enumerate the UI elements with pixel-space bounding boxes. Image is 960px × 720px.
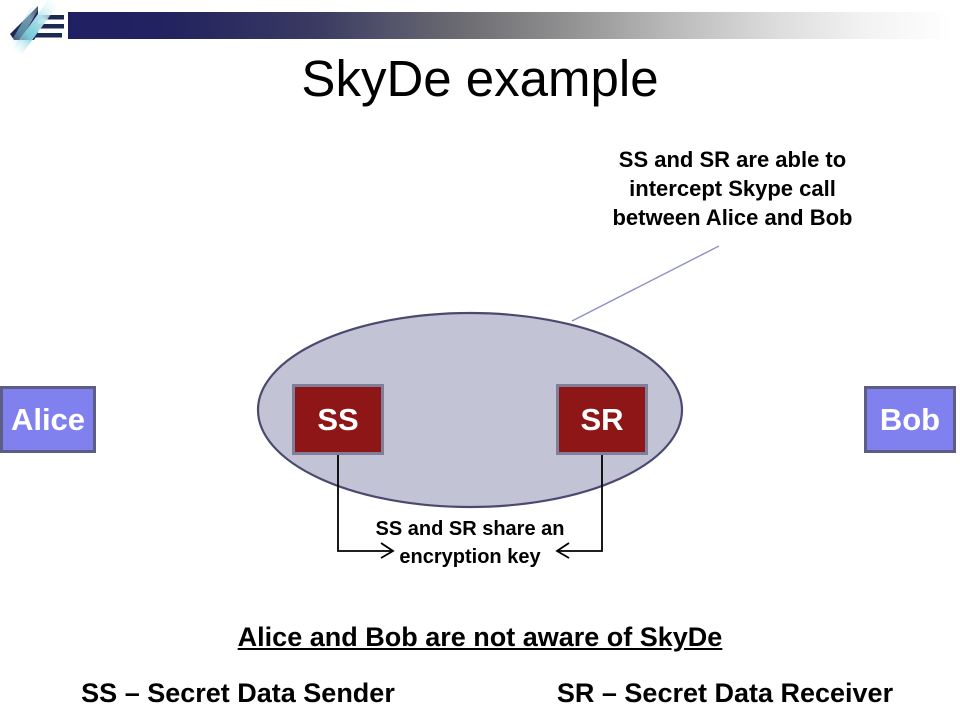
footer-note: Alice and Bob are not aware of SkyDe xyxy=(237,622,723,652)
legend-sr: SR – Secret Data Receiver xyxy=(556,678,894,708)
ss-key-connector xyxy=(337,455,392,552)
node-sr[interactable]: SR xyxy=(556,384,648,455)
node-bob-label: Bob xyxy=(879,401,941,437)
interception-annotation-line2: intercept Skype call xyxy=(629,176,836,202)
annotation-leader-line xyxy=(571,245,720,322)
page-title: SkyDe example xyxy=(301,50,659,107)
node-bob[interactable]: Bob xyxy=(864,386,956,453)
interception-annotation-line1: SS and SR are able to xyxy=(618,147,847,172)
node-sr-label: SR xyxy=(580,401,624,437)
node-alice[interactable]: Alice xyxy=(0,386,96,453)
key-share-annotation-line1: SS and SR share an xyxy=(375,518,565,540)
sr-key-arrowhead xyxy=(555,542,570,559)
interception-cloud xyxy=(256,311,684,509)
sr-key-connector xyxy=(558,455,603,552)
key-share-annotation: SS and SR share an encryption key xyxy=(330,516,610,571)
interception-annotation-line3: between Alice and Bob xyxy=(612,205,853,231)
company-logo-icon xyxy=(4,0,72,58)
node-alice-label: Alice xyxy=(10,401,86,437)
node-ss-label: SS xyxy=(317,401,359,437)
ss-key-arrowhead xyxy=(380,542,395,559)
interception-annotation: SS and SR are able to intercept Skype ca… xyxy=(545,145,920,232)
key-share-annotation-line2: encryption key xyxy=(399,545,541,568)
legend-ss: SS – Secret Data Sender xyxy=(81,678,395,708)
header-gradient-bar xyxy=(68,12,952,39)
node-ss[interactable]: SS xyxy=(292,384,384,455)
